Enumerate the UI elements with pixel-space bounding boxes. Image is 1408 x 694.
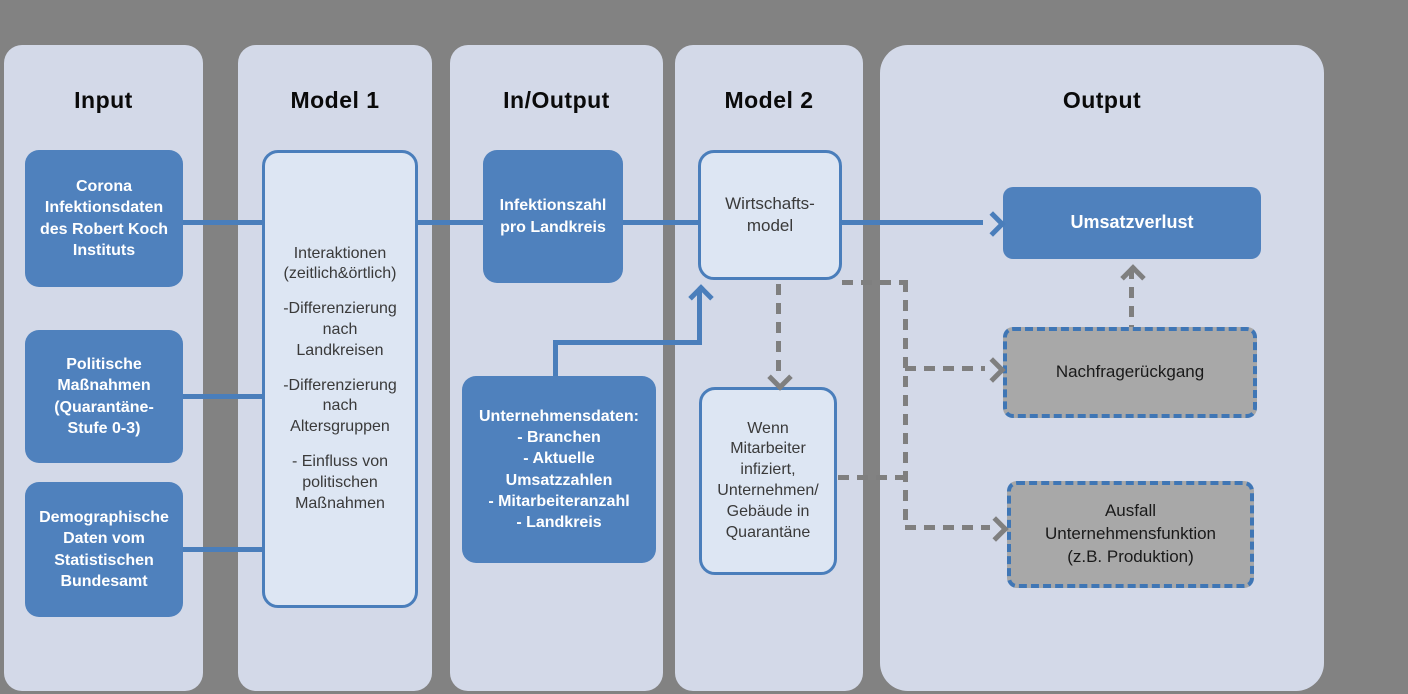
box-ausfall-unternehmensfunktion: Ausfall Unternehmensfunktion (z.B. Produ… xyxy=(1007,481,1254,588)
connector-wenn-right-dash xyxy=(838,475,906,480)
box-wirtschaftsmodel: Wirtschafts- model xyxy=(698,150,842,280)
box-infektionszahl: Infektionszahl pro Landkreis xyxy=(483,150,623,283)
connector-politische-to-model1 xyxy=(183,394,303,399)
column-title-output: Output xyxy=(1062,87,1142,113)
box-corona-infektionsdaten: Corona Infektionsdaten des Robert Koch I… xyxy=(25,150,183,287)
connector-nachfrage-to-umsatzverlust xyxy=(1129,268,1134,328)
box-umsatzverlust: Umsatzverlust xyxy=(1003,187,1261,259)
connector-unternehmensdaten-elbow-v2 xyxy=(697,289,702,345)
connector-to-ausfall xyxy=(905,525,990,530)
box-unternehmensdaten: Unternehmensdaten: - Branchen - Aktuelle… xyxy=(462,376,656,563)
box-politische-massnahmen: Politische Maßnahmen (Quarantäne- Stufe … xyxy=(25,330,183,463)
box-model1-interaktionen: Interaktionen (zeitlich&örtlich) -Differ… xyxy=(262,150,418,608)
box-demographische-daten: Demographische Daten vom Statistischen B… xyxy=(25,482,183,617)
panel-model2: Model 2 xyxy=(675,45,863,691)
column-title-inoutput: In/Output xyxy=(503,87,610,113)
model1-item-altersgruppen: -Differenzierung nach Altersgruppen xyxy=(283,376,397,436)
model1-item-interaktionen: Interaktionen (zeitlich&örtlich) xyxy=(283,244,397,283)
model1-item-einfluss: - Einfluss von politischen Maßnahmen xyxy=(291,452,389,512)
connector-unternehmensdaten-elbow-v1 xyxy=(553,340,558,380)
connector-to-nachfragerueckgang xyxy=(905,366,985,371)
box-wenn-mitarbeiter-quarantaene: Wenn Mitarbeiter infiziert, Unternehmen/… xyxy=(699,387,837,575)
column-title-model1: Model 1 xyxy=(290,87,380,113)
column-title-model2: Model 2 xyxy=(724,87,814,113)
column-title-input: Input xyxy=(74,87,133,113)
connector-demographische-to-model1 xyxy=(183,547,303,552)
connector-wirtschaftsmodel-to-wenn xyxy=(776,284,781,372)
connector-unternehmensdaten-elbow-h xyxy=(553,340,702,345)
connector-wirtschaftsmodel-right-dash xyxy=(842,280,908,285)
connector-dashed-vertical-trunk xyxy=(903,281,908,528)
model1-item-landkreise: -Differenzierung nach Landkreisen xyxy=(283,300,397,359)
box-nachfragerueckgang: Nachfragerückgang xyxy=(1003,327,1257,418)
